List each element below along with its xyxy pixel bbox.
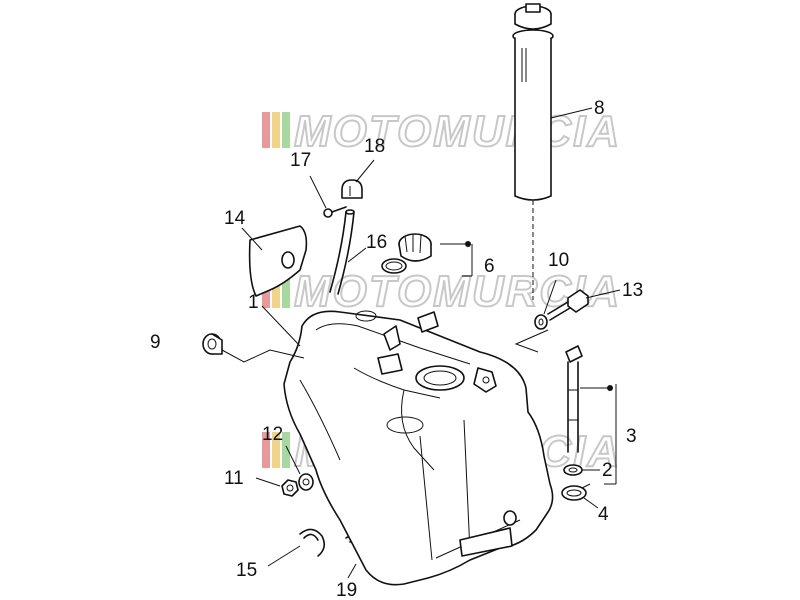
callout-11: 11	[224, 468, 244, 489]
part-clamp	[341, 179, 363, 199]
callout-15: 15	[236, 560, 257, 581]
watermark-text: MOTOMURCIA	[294, 107, 621, 156]
part-nut	[281, 479, 299, 497]
part-washer	[534, 314, 548, 330]
callout-14: 14	[224, 208, 246, 229]
part-heat-shield	[248, 225, 308, 297]
callout-16: 16	[366, 232, 387, 253]
part-fuel-tank	[283, 310, 554, 586]
callout-4: 4	[598, 504, 609, 525]
callout-13: 13	[622, 280, 643, 301]
part-cap-gasket	[381, 258, 407, 274]
callout-10: 10	[548, 250, 569, 271]
watermark-text: MOTOMURCIA	[294, 267, 621, 316]
part-small-washer	[298, 473, 314, 491]
callout-19: 19	[336, 580, 357, 600]
callout-2: 2	[602, 460, 613, 481]
part-grommet	[202, 333, 223, 355]
leader-lines	[221, 107, 621, 579]
part-o-ring	[563, 464, 583, 476]
callout-12: 12	[262, 424, 283, 445]
watermark-middle: MOTOMURCIA	[262, 266, 621, 317]
callout-17: 17	[290, 150, 311, 171]
part-screw	[323, 206, 347, 218]
callouts: 1 2 3 4 6 8 9 10 11 12 13 14 15 16 17 18…	[150, 98, 643, 600]
part-fuel-sender	[512, 3, 554, 300]
callout-6: 6	[484, 256, 495, 277]
callout-9: 9	[150, 332, 161, 353]
callout-8: 8	[594, 98, 605, 119]
part-fuel-filter	[565, 345, 583, 453]
callout-1: 1	[248, 292, 259, 313]
part-breather-hose	[329, 209, 355, 295]
callout-18: 18	[364, 136, 385, 157]
part-clip-left	[299, 528, 326, 557]
part-bolt	[547, 289, 589, 321]
part-fuel-cap	[398, 233, 432, 262]
callout-3: 3	[626, 426, 637, 447]
part-hose-clip	[561, 483, 591, 501]
